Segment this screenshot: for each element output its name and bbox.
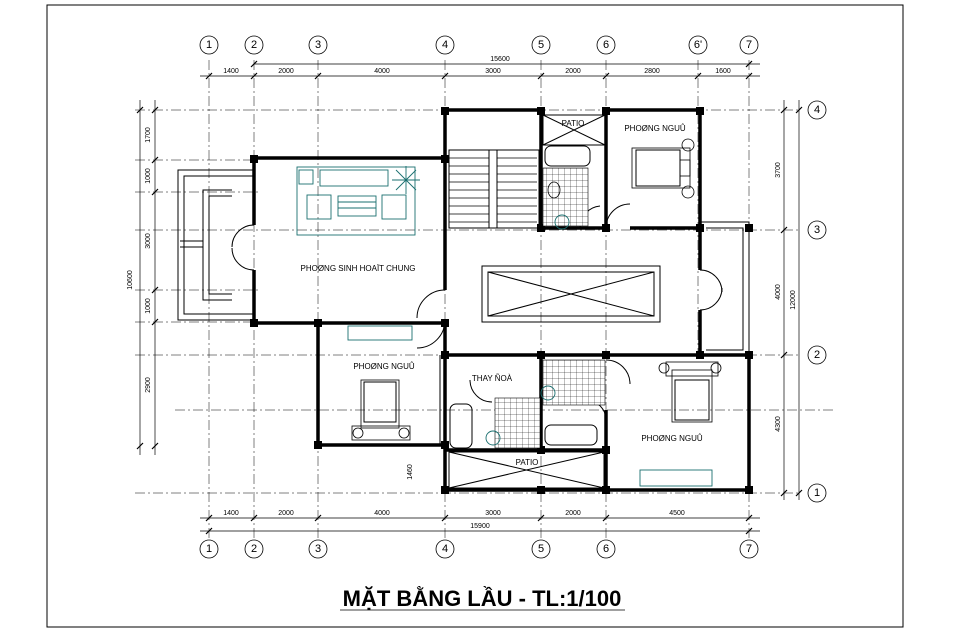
dim-seg: 3700 xyxy=(775,162,782,178)
dim-seg: 1000 xyxy=(145,298,152,314)
doors xyxy=(231,203,723,421)
room-label-bedroom-left: PHOØNG NGUÛ xyxy=(353,362,415,371)
dim-seg: 1400 xyxy=(223,510,239,517)
axis-label: 5 xyxy=(538,39,544,51)
dim-seg: 4000 xyxy=(374,510,390,517)
dim-seg: 4000 xyxy=(374,68,390,75)
axis-label: 1 xyxy=(814,487,820,499)
dim-overall-bottom: 15900 xyxy=(470,523,490,530)
axis-label: 2 xyxy=(251,39,257,51)
right-axis-bubbles: 4 3 2 1 xyxy=(807,100,827,503)
dim-seg: 1000 xyxy=(145,168,152,184)
dim-overall-left: 10600 xyxy=(127,270,134,290)
drawing-frame xyxy=(46,4,904,628)
axis-label: 7 xyxy=(746,39,752,51)
left-balcony xyxy=(177,169,254,321)
axis-label: 6 xyxy=(603,543,609,555)
axis-label: 2 xyxy=(251,543,257,555)
dim-seg: 4000 xyxy=(775,284,782,300)
room-labels: PHOØNG SINH HOAÏT CHUNG PHOØNG NGUÛ PHOØ… xyxy=(301,119,703,467)
axis-label: 4 xyxy=(442,543,448,555)
staircase xyxy=(448,149,540,229)
dim-seg: 4500 xyxy=(669,510,685,517)
axis-label: 3 xyxy=(315,543,321,555)
dim-overall-right: 12000 xyxy=(790,290,797,310)
axis-label: 1 xyxy=(206,39,212,51)
dim-seg: 3000 xyxy=(145,233,152,249)
right-dimensions: 3700 4000 4300 12000 1460 xyxy=(407,100,803,500)
axis-label: 7 xyxy=(746,543,752,555)
axis-label: 2 xyxy=(814,349,820,361)
room-label-bedroom-top-right: PHOØNG NGUÛ xyxy=(624,124,686,133)
dim-seg: 2900 xyxy=(145,377,152,393)
axis-label: 6' xyxy=(694,39,702,51)
bottom-axis-bubbles: 1 2 3 4 5 6 7 xyxy=(199,539,759,559)
left-dimensions: 10600 1700 1000 3000 1000 2900 xyxy=(127,100,159,455)
axis-label: 4 xyxy=(814,104,820,116)
room-label-dressing: THAY ÑOÀ xyxy=(472,374,513,383)
room-label-patio-bottom: PATIO xyxy=(516,458,539,467)
drawing-title: MẶT BẰNG LẦU - TL:1/100 xyxy=(343,586,622,611)
bathroom-tiles xyxy=(449,145,606,449)
dim-seg: 4300 xyxy=(775,416,782,432)
dim-seg: 1400 xyxy=(223,68,239,75)
dim-seg: 1700 xyxy=(145,127,152,143)
room-label-patio-top: PATIO xyxy=(562,119,585,128)
dim-seg: 2000 xyxy=(278,68,294,75)
dim-small-note: 1460 xyxy=(407,464,414,480)
axis-label: 6 xyxy=(603,39,609,51)
dim-seg: 2000 xyxy=(565,68,581,75)
dim-seg: 2800 xyxy=(644,68,660,75)
axis-label: 1 xyxy=(206,543,212,555)
dim-seg: 1600 xyxy=(715,68,731,75)
grid-lines xyxy=(135,60,835,540)
dim-seg: 3000 xyxy=(485,510,501,517)
axis-label: 3 xyxy=(315,39,321,51)
bedroom-furniture xyxy=(347,138,722,487)
room-label-living: PHOØNG SINH HOAÏT CHUNG xyxy=(301,264,416,273)
axis-label: 5 xyxy=(538,543,544,555)
top-axis-bubbles: 1 2 3 4 5 6 6' 7 xyxy=(199,35,759,55)
dim-overall-top: 15600 xyxy=(490,56,510,63)
room-label-bedroom-bottom-right: PHOØNG NGUÛ xyxy=(641,434,703,443)
patio-areas xyxy=(448,114,606,489)
bottom-dimensions: 1400 2000 4000 3000 2000 4500 15900 xyxy=(200,510,760,535)
axis-label: 3 xyxy=(814,224,820,236)
void-opening xyxy=(481,265,661,323)
top-dimensions: 15600 1400 2000 4000 3000 2000 2800 1600 xyxy=(200,56,760,80)
teal-fixtures xyxy=(485,214,570,446)
dim-seg: 2000 xyxy=(278,510,294,517)
dim-seg: 3000 xyxy=(485,68,501,75)
axis-label: 4 xyxy=(442,39,448,51)
dim-seg: 2000 xyxy=(565,510,581,517)
living-room-furniture xyxy=(296,166,420,236)
